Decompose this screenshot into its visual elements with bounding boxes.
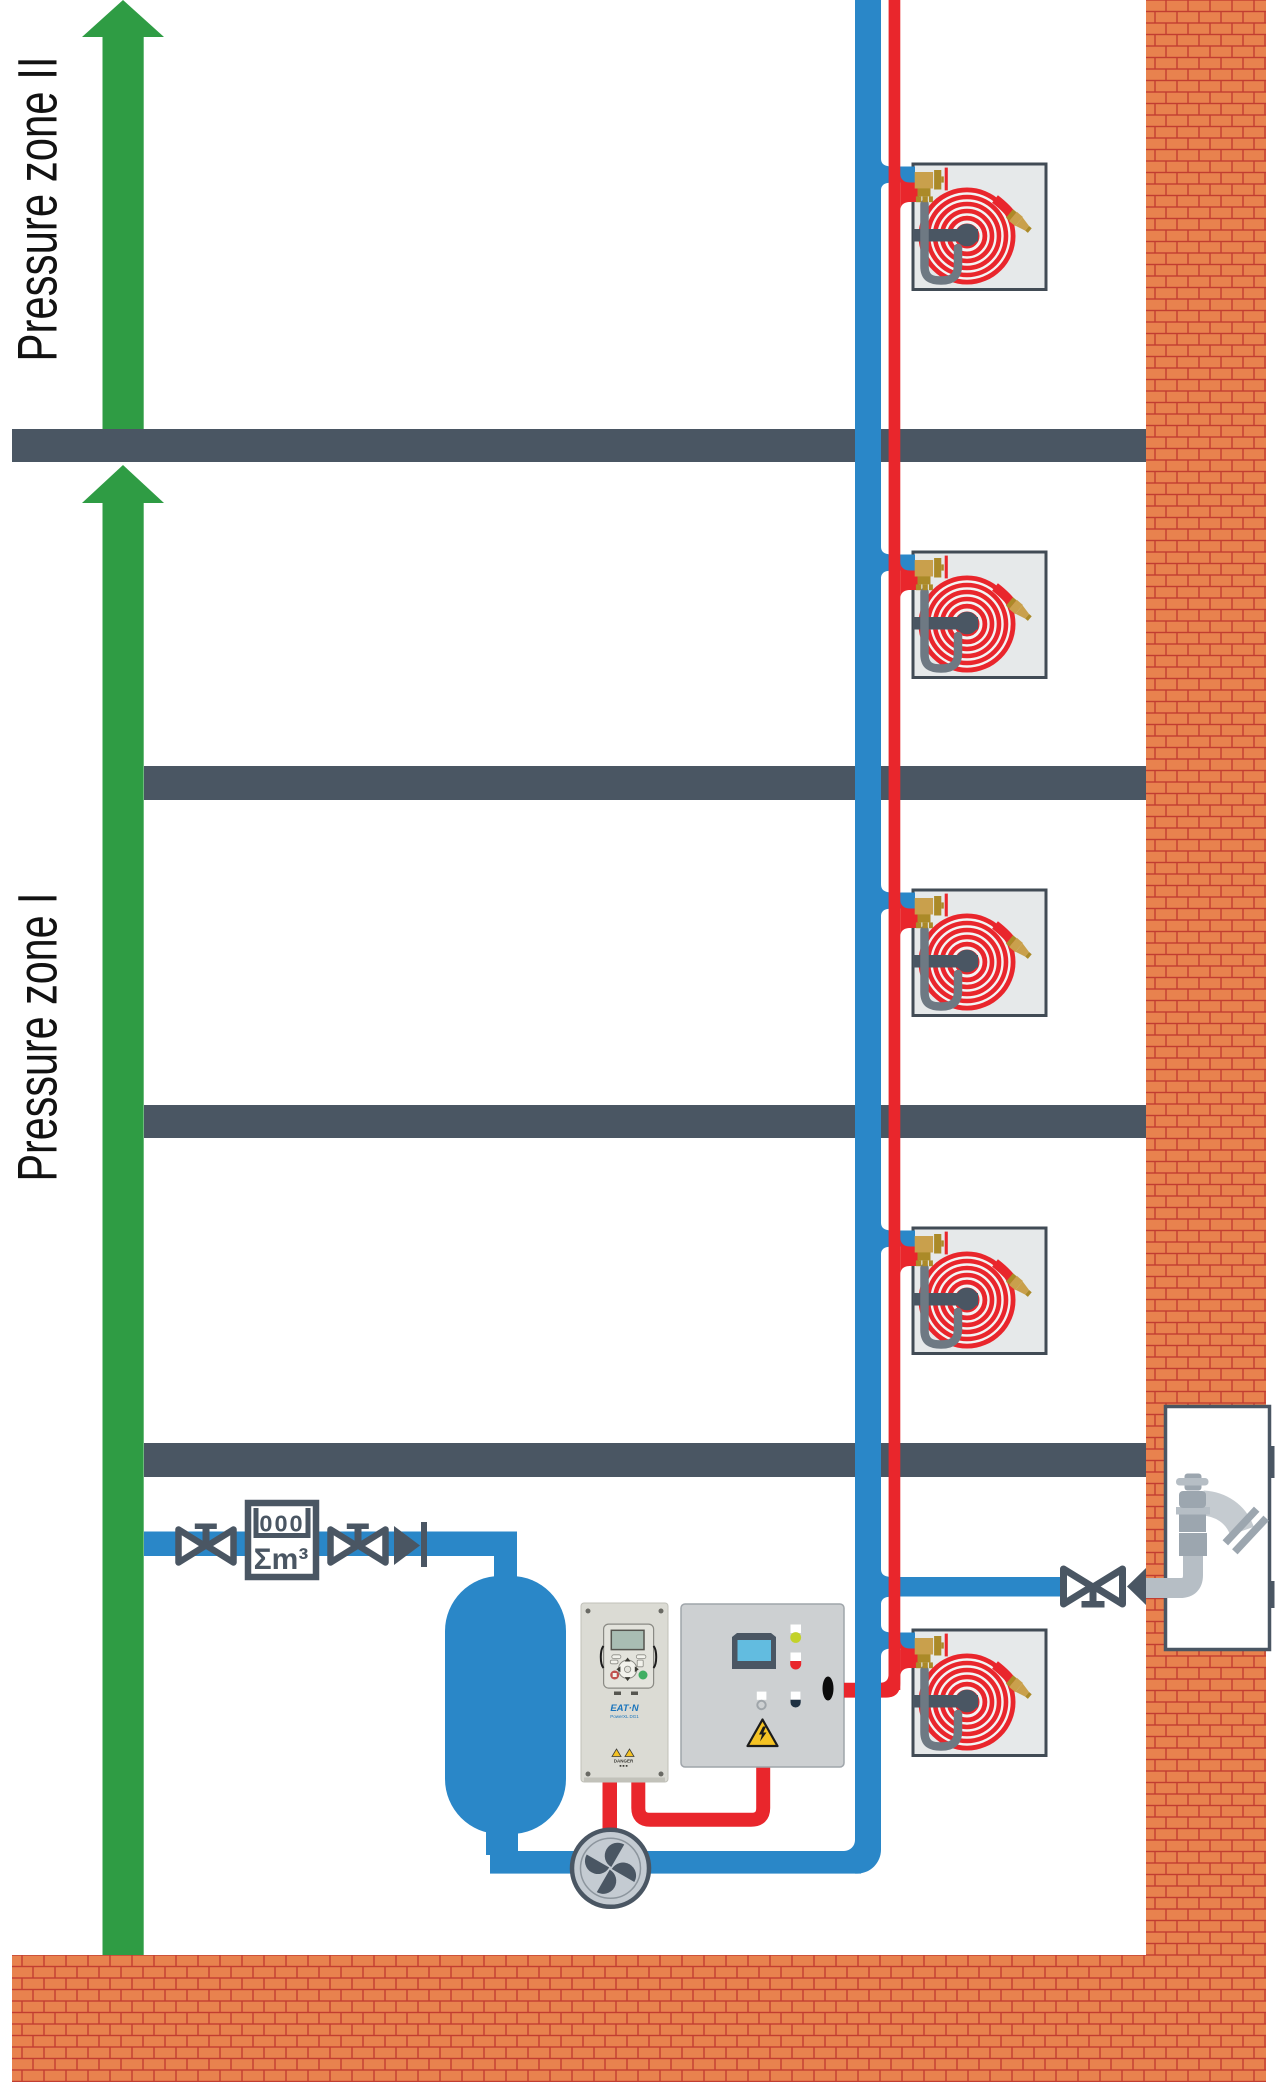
svg-text:000: 000 — [259, 1511, 304, 1537]
svg-text:■ ■ ■: ■ ■ ■ — [619, 1764, 627, 1768]
svg-text:DANGER: DANGER — [614, 1759, 634, 1764]
svg-text:Σm³: Σm³ — [254, 1543, 309, 1576]
svg-text:EAT·N: EAT·N — [610, 1703, 639, 1714]
svg-text:Pressure zone I: Pressure zone I — [6, 893, 69, 1182]
svg-text:PowerXL DG1: PowerXL DG1 — [610, 1714, 639, 1719]
svg-text:Pressure zone II: Pressure zone II — [6, 57, 69, 362]
